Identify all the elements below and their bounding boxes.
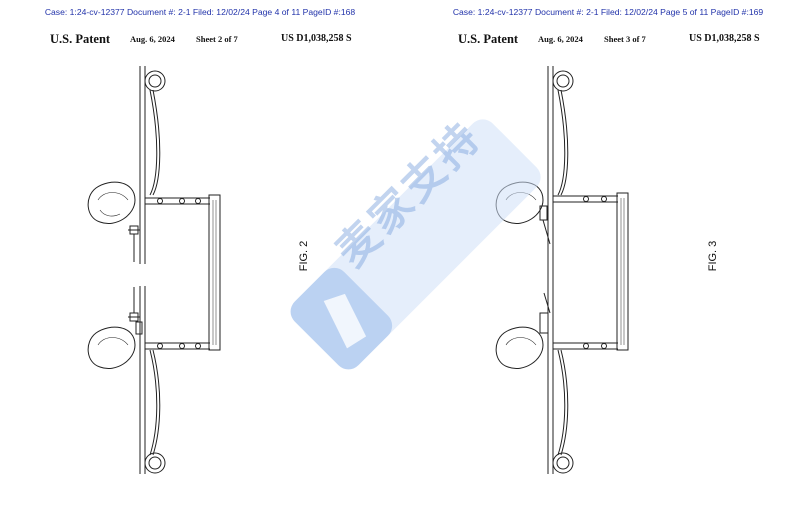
figure-label: FIG. 2 xyxy=(298,240,310,272)
patent-title: U.S. Patent xyxy=(50,32,111,46)
bottom-balloon xyxy=(495,326,544,369)
patent-number: US D1,038,258 S xyxy=(689,33,760,44)
case-header: Case: 1:24-cv-12377 Document #: 2-1 File… xyxy=(44,7,356,17)
bottom-ring xyxy=(552,452,574,474)
top-ring xyxy=(144,70,166,92)
patent-date: Aug. 6, 2024 xyxy=(130,34,175,44)
right-bar xyxy=(208,194,221,351)
bottom-balloon xyxy=(87,326,136,369)
patent-title: U.S. Patent xyxy=(458,32,519,46)
top-ring xyxy=(552,70,574,92)
patent-header-row: U.S. Patent Aug. 6, 2024 Sheet 3 of 7 US… xyxy=(408,32,800,48)
top-balloon xyxy=(495,181,544,224)
patent-date: Aug. 6, 2024 xyxy=(538,34,583,44)
patent-page-sheet-2: Case: 1:24-cv-12377 Document #: 2-1 File… xyxy=(0,7,400,474)
top-balloon xyxy=(87,181,136,224)
right-bar xyxy=(616,192,629,351)
sheet-number: Sheet 2 of 7 xyxy=(196,34,238,44)
figure-label: FIG. 3 xyxy=(707,240,719,272)
case-header: Case: 1:24-cv-12377 Document #: 2-1 File… xyxy=(452,7,764,17)
patent-page-sheet-3: Case: 1:24-cv-12377 Document #: 2-1 File… xyxy=(408,0,800,520)
patent-drawing-fig-2 xyxy=(87,66,221,474)
patent-header-row: U.S. Patent Aug. 6, 2024 Sheet 2 of 7 US… xyxy=(0,32,400,48)
sheet-number: Sheet 3 of 7 xyxy=(604,34,646,44)
patent-drawing-fig-3 xyxy=(495,66,629,474)
bottom-ring xyxy=(144,452,166,474)
patent-number: US D1,038,258 S xyxy=(281,33,352,44)
